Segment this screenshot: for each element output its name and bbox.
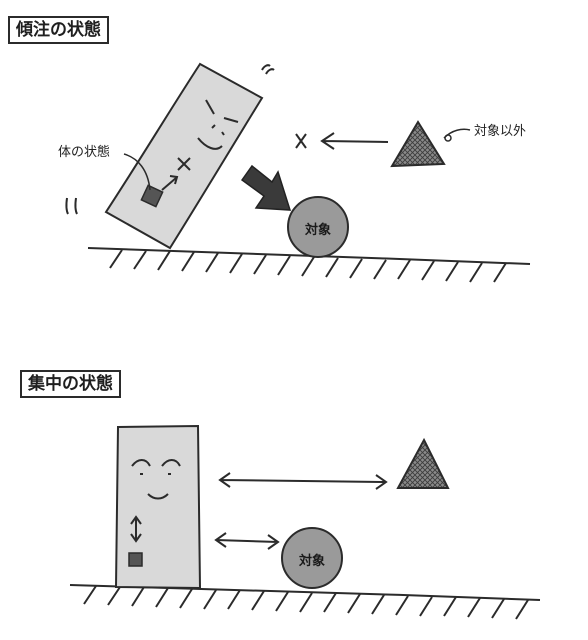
reject-x	[295, 133, 307, 149]
non-target-triangle-top	[390, 120, 446, 168]
upright-body	[114, 424, 202, 590]
target-label-bottom: 対象	[298, 554, 325, 569]
target-label-top: 対象	[304, 223, 331, 238]
ground-top	[87, 247, 531, 283]
attention-arrow-near	[214, 532, 280, 550]
non-target-leader	[443, 128, 471, 139]
target-ball-bottom	[281, 527, 343, 589]
ground-bottom	[69, 584, 541, 620]
body-state-leader	[123, 153, 151, 191]
motion-marks	[65, 64, 275, 215]
reject-arrow	[320, 132, 389, 150]
leaning-body	[104, 62, 264, 250]
target-ball-top	[287, 196, 349, 258]
attention-arrow-far	[218, 472, 388, 490]
non-target-triangle-bottom	[396, 437, 450, 489]
non-target-label: 対象以外	[474, 124, 527, 139]
body-state-label: 体の状態	[58, 145, 111, 160]
title-top: 傾注の状態	[8, 16, 109, 44]
focus-arrow	[240, 164, 292, 211]
title-bottom: 集中の状態	[20, 370, 121, 398]
